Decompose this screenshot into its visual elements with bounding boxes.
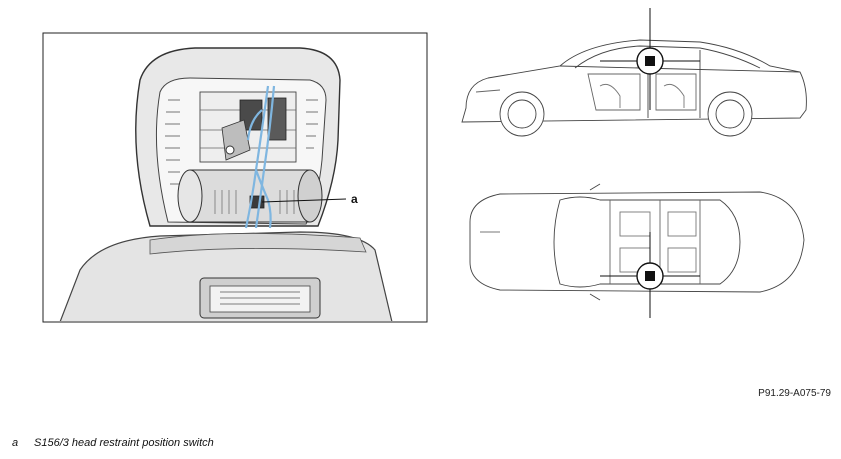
callout-a-label: a [351,192,358,206]
locator-top [600,232,700,318]
document-id: P91.29-A075-79 [758,388,831,399]
front-wheel [499,91,545,137]
legend-key: a [12,437,19,449]
vehicle-top-view [469,183,805,301]
locator-side [600,8,700,110]
motor-cylinder [177,169,323,223]
rear-wheel [707,91,753,137]
vehicle-side-view [461,39,807,137]
wiring-harness [244,85,276,229]
legend-text: S156/3 head restraint position switch [34,437,214,449]
detail-panel: a [42,32,428,323]
callout-a-leader [261,198,347,203]
legend: a S156/3 head restraint position switch [12,437,214,449]
